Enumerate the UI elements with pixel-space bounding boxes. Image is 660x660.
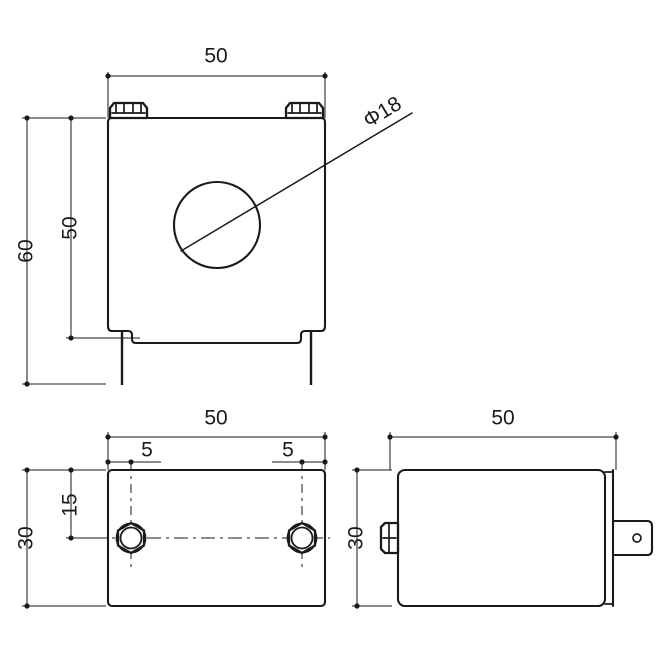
front-through-hole: [172, 180, 262, 270]
front-width-label: 50: [204, 45, 227, 68]
side-mounting-tab-hole: [632, 533, 642, 543]
side-terminal-screw: [379, 521, 400, 555]
front-width-dimension: 50: [105, 45, 328, 118]
side-width-dimension: 50: [387, 407, 619, 470]
top-terminal-offset-dimension: 15: [59, 467, 106, 541]
top-height-dimension: 30: [15, 467, 106, 609]
front-height-inner-dimension: 50: [59, 115, 140, 341]
top-body-outline: [106, 468, 327, 608]
front-height-outer-label: 60: [15, 239, 38, 262]
front-body-outline: [106, 116, 327, 345]
top-offset-left-label: 5: [141, 439, 153, 462]
front-height-inner-label: 50: [59, 216, 82, 239]
side-height-dimension: 30: [345, 467, 392, 609]
side-body-outline: [396, 468, 607, 608]
side-mounting-tab: [611, 519, 654, 557]
front-view: 50 60 50: [15, 45, 413, 387]
top-offset-right-dimension: 5: [272, 439, 328, 465]
front-terminal-screw-right: [284, 101, 325, 120]
side-width-label: 50: [491, 407, 514, 430]
top-width-label: 50: [204, 407, 227, 430]
top-height-label: 30: [15, 526, 38, 549]
top-width-dimension: 50: [105, 407, 328, 470]
top-terminal-offset-label: 15: [59, 493, 82, 516]
front-terminal-screw-left: [108, 101, 149, 120]
top-view: 50 5 5 30: [15, 407, 330, 609]
top-terminal-nut-right: [286, 521, 318, 555]
side-height-label: 30: [345, 526, 368, 549]
front-hole-diameter-label: Φ18: [359, 92, 405, 132]
top-offset-right-label: 5: [282, 439, 294, 462]
side-view: 50 30: [345, 407, 654, 609]
front-height-outer-dimension: 60: [15, 115, 106, 387]
top-offset-left-dimension: 5: [105, 439, 161, 465]
diameter-leader-line: [180, 112, 413, 252]
top-terminal-nut-left: [115, 521, 147, 555]
